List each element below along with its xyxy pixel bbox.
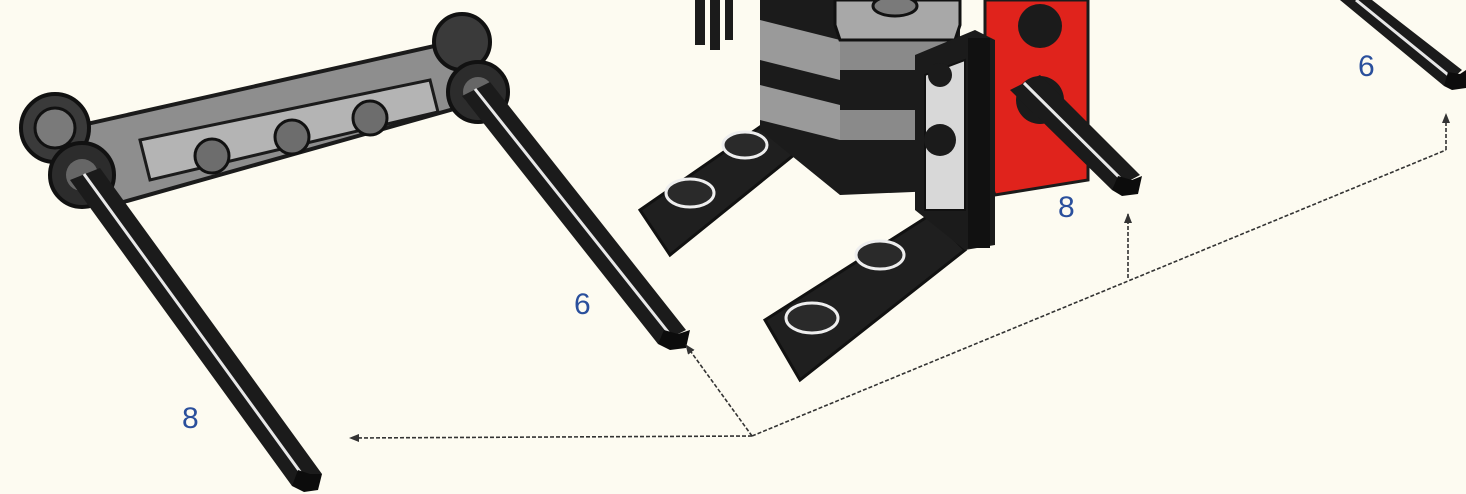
label-axle-left-long: 8: [182, 404, 199, 434]
antenna-rods: [695, 0, 733, 50]
axle-left-long: [70, 168, 322, 492]
black-plate-lower: [765, 215, 965, 380]
label-axle-center: 8: [1058, 193, 1075, 223]
label-axle-left-short: 6: [574, 290, 591, 320]
center-bracket: [915, 30, 995, 250]
label-axle-right: 6: [1358, 52, 1375, 82]
gray-link-plate: [60, 38, 500, 210]
